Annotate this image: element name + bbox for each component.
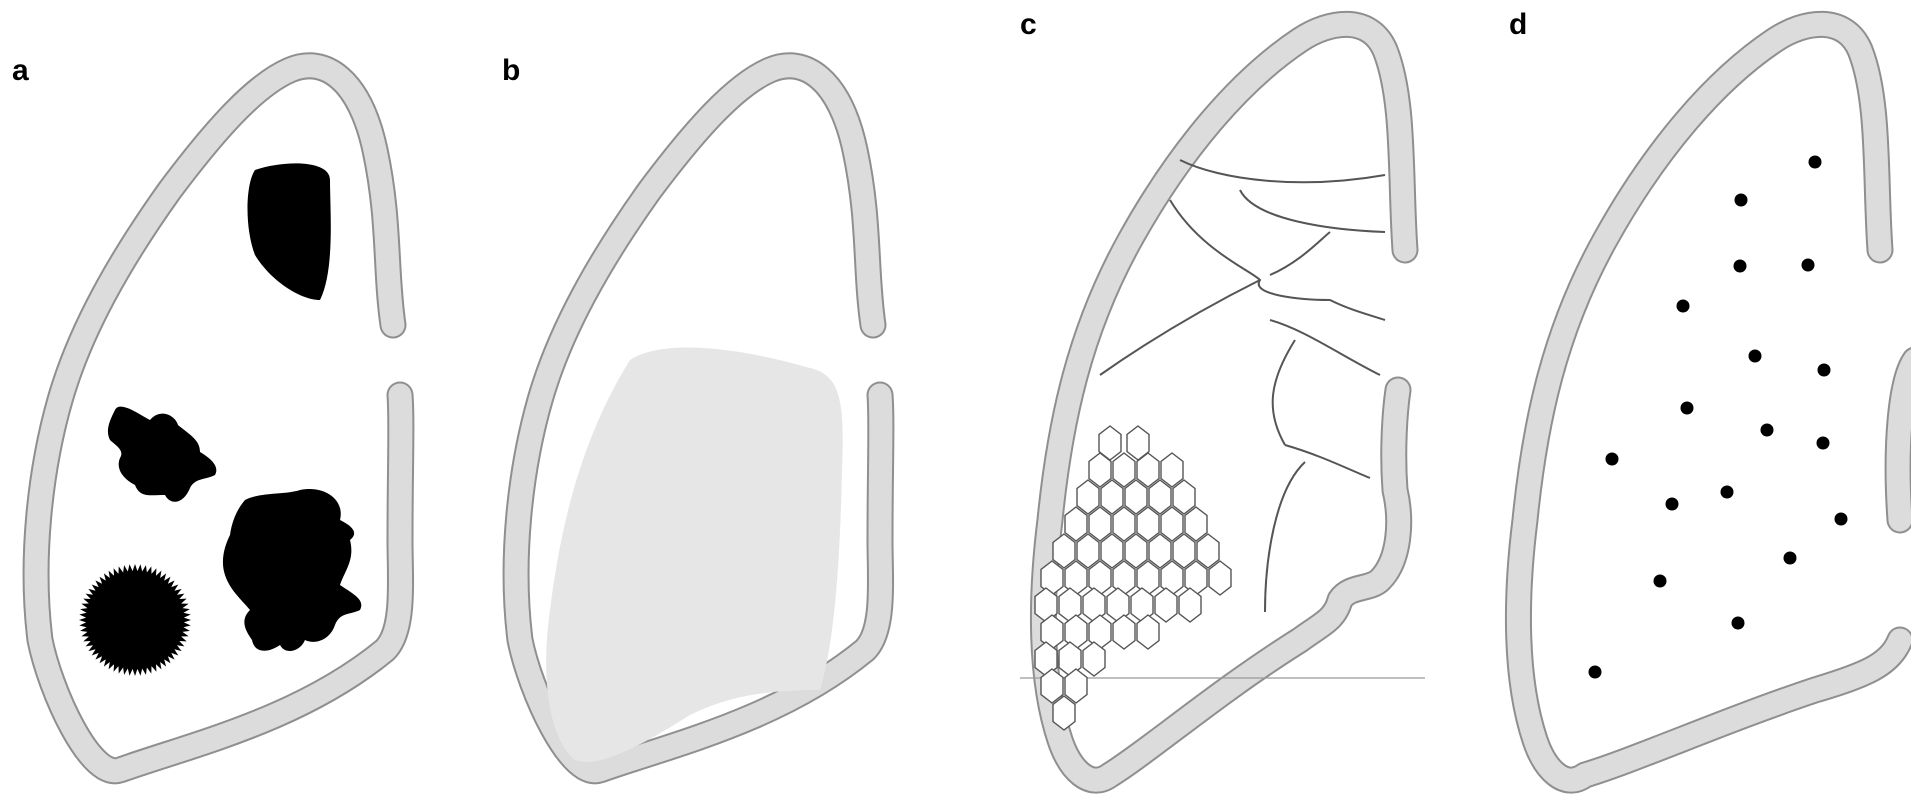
honeycomb-cell <box>1137 615 1159 649</box>
miliary-nodule <box>1654 575 1667 588</box>
honeycomb-cell <box>1197 534 1219 568</box>
panel-label-d: d <box>1509 10 1527 40</box>
honeycomb-cell <box>1125 534 1147 568</box>
miliary-nodule <box>1761 424 1774 437</box>
honeycomb-cell <box>1053 696 1075 730</box>
lung-outline <box>1518 24 1911 780</box>
honeycomb-cell <box>1179 588 1201 622</box>
lobulated-mass-icon <box>223 489 361 651</box>
lung-outline <box>36 66 401 771</box>
honeycomb-cell <box>1101 480 1123 514</box>
miliary-nodule <box>1749 350 1762 363</box>
miliary-nodule <box>1784 552 1797 565</box>
honeycomb-cell <box>1053 534 1075 568</box>
lung-diagram-b <box>490 0 910 809</box>
honeycomb-cell <box>1065 507 1087 541</box>
miliary-nodule <box>1835 513 1848 526</box>
miliary-nodule <box>1666 498 1679 511</box>
lung-diagram-c <box>1000 0 1420 809</box>
honeycomb-cell <box>1089 453 1111 487</box>
honeycomb-cell <box>1173 480 1195 514</box>
honeycomb-cell <box>1113 453 1135 487</box>
panel-label-b: b <box>502 56 520 86</box>
miliary-nodule <box>1734 260 1747 273</box>
honeycomb-cell <box>1101 534 1123 568</box>
miliary-nodule <box>1818 364 1831 377</box>
lung-diagram-a <box>0 0 420 809</box>
lobulated-mass-icon <box>108 407 216 502</box>
miliary-nodule <box>1735 194 1748 207</box>
honeycomb-cell <box>1137 453 1159 487</box>
honeycomb-cell <box>1155 588 1177 622</box>
honeycomb-cell <box>1083 642 1105 676</box>
spiculated-nodule-shape <box>79 564 191 676</box>
honeycomb-cell <box>1137 507 1159 541</box>
honeycomb-cell <box>1161 453 1183 487</box>
panel-a: a <box>0 0 480 809</box>
miliary-nodule <box>1809 156 1822 169</box>
miliary-nodule <box>1721 486 1734 499</box>
honeycomb-cell <box>1209 561 1231 595</box>
panel-d: d <box>1495 0 1911 809</box>
honeycomb-cell <box>1185 507 1207 541</box>
panel-c: c <box>1000 0 1480 809</box>
honeycomb-cell <box>1149 534 1171 568</box>
panel-b: b <box>490 0 970 809</box>
miliary-nodule <box>1732 617 1745 630</box>
honeycomb-cell <box>1041 669 1063 703</box>
honeycomb-cell <box>1089 507 1111 541</box>
honeycomb-cell <box>1161 507 1183 541</box>
miliary-nodule <box>1802 259 1815 272</box>
miliary-nodule <box>1677 300 1690 313</box>
miliary-nodule <box>1589 666 1602 679</box>
lung-diagram-d <box>1495 0 1911 809</box>
honeycomb-cell <box>1149 480 1171 514</box>
panel-label-a: a <box>12 56 29 86</box>
miliary-nodule <box>1681 402 1694 415</box>
honeycomb-cell <box>1065 669 1087 703</box>
honeycomb-cell <box>1113 507 1135 541</box>
honeycomb-cell <box>1125 480 1147 514</box>
honeycomb-cell <box>1077 534 1099 568</box>
irregular-mass-icon <box>248 163 331 300</box>
miliary-nodule <box>1606 453 1619 466</box>
panel-label-c: c <box>1020 10 1037 40</box>
honeycomb-cell <box>1113 615 1135 649</box>
miliary-nodule <box>1817 437 1830 450</box>
honeycomb-cell <box>1077 480 1099 514</box>
spiculated-nodule-icon <box>79 564 191 676</box>
miliary-nodules-icon <box>1589 156 1848 679</box>
honeycomb-cell <box>1173 534 1195 568</box>
